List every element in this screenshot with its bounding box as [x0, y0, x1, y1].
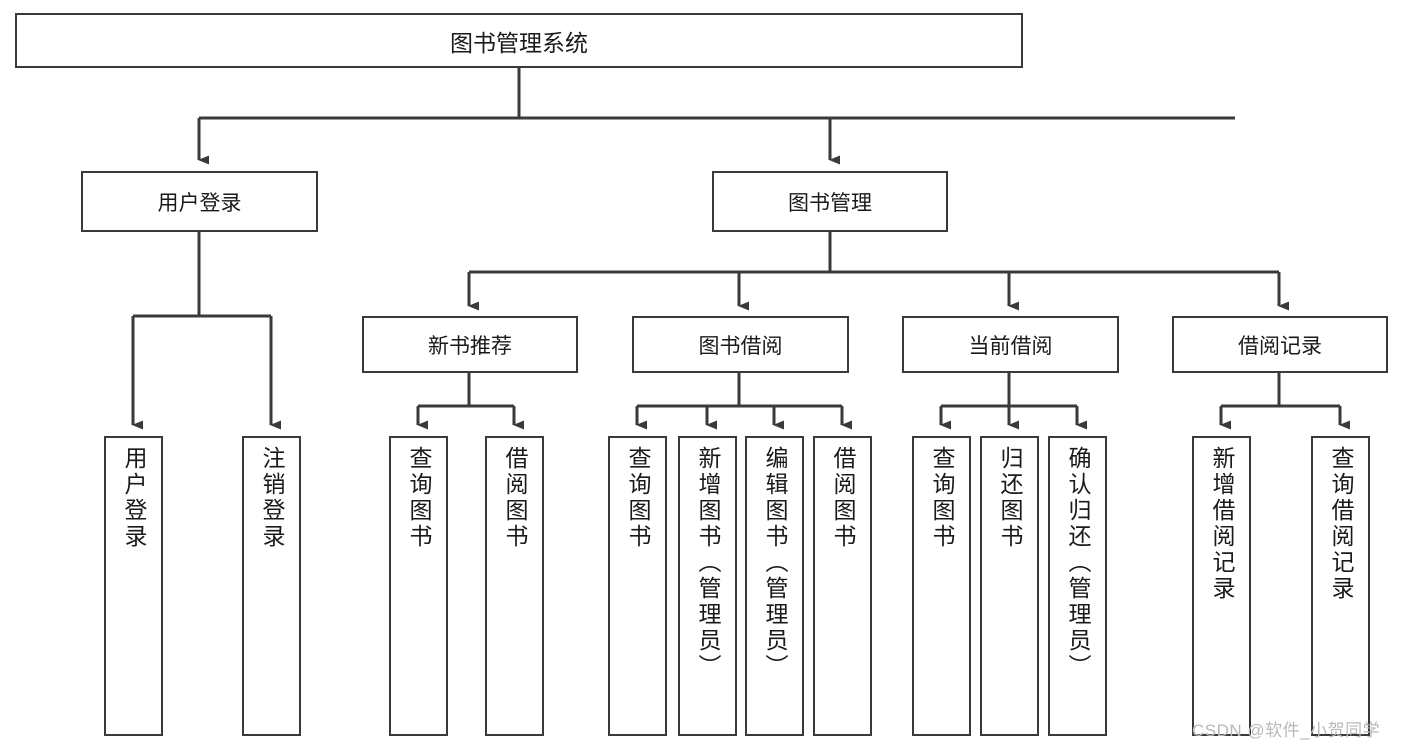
- node-leaf-query-book-borrow[interactable]: 查询图书: [608, 436, 667, 736]
- node-book-borrow[interactable]: 图书借阅: [632, 316, 849, 373]
- node-leaf-user-login[interactable]: 用户登录: [104, 436, 163, 736]
- node-leaf-edit-book-admin[interactable]: 编辑图书（管理员）: [745, 436, 804, 736]
- node-leaf-query-book-current[interactable]: 查询图书: [912, 436, 971, 736]
- node-root-book-management-system[interactable]: 图书管理系统: [15, 13, 1023, 68]
- csdn-watermark: CSDN @软件_小贺同学: [1192, 721, 1381, 740]
- node-leaf-query-book-recommend[interactable]: 查询图书: [389, 436, 448, 736]
- node-label: 归还图书: [997, 446, 1023, 550]
- node-label: 借阅图书: [502, 446, 528, 550]
- node-leaf-query-borrow-record[interactable]: 查询借阅记录: [1311, 436, 1370, 736]
- node-label: 确认归还（管理员）: [1065, 446, 1091, 680]
- node-current-borrow[interactable]: 当前借阅: [902, 316, 1119, 373]
- node-leaf-confirm-return-admin[interactable]: 确认归还（管理员）: [1048, 436, 1107, 736]
- node-leaf-borrow-book[interactable]: 借阅图书: [813, 436, 872, 736]
- node-book-management[interactable]: 图书管理: [712, 171, 948, 232]
- node-label: 借阅记录: [1238, 334, 1322, 358]
- node-leaf-return-book[interactable]: 归还图书: [980, 436, 1039, 736]
- node-label: 新增图书（管理员）: [695, 446, 721, 680]
- node-label: 新增借阅记录: [1209, 446, 1235, 602]
- node-label: 图书管理: [788, 191, 872, 215]
- node-label: 新书推荐: [428, 334, 512, 358]
- node-label: 图书借阅: [698, 334, 783, 358]
- node-label: 查询图书: [929, 446, 955, 550]
- node-label: 借阅图书: [830, 446, 856, 550]
- node-label: 用户登录: [121, 446, 147, 550]
- node-leaf-add-book-admin[interactable]: 新增图书（管理员）: [678, 436, 737, 736]
- node-new-book-recommend[interactable]: 新书推荐: [362, 316, 578, 373]
- node-label: 编辑图书（管理员）: [762, 446, 788, 680]
- node-leaf-add-borrow-record[interactable]: 新增借阅记录: [1192, 436, 1251, 736]
- node-borrow-record[interactable]: 借阅记录: [1172, 316, 1388, 373]
- node-label: 当前借阅: [968, 334, 1053, 358]
- node-label: 注销登录: [259, 446, 285, 550]
- node-label: 查询图书: [406, 446, 432, 550]
- node-leaf-borrow-book-recommend[interactable]: 借阅图书: [485, 436, 544, 736]
- node-label: 图书管理系统: [450, 29, 588, 56]
- node-label: 查询图书: [625, 446, 651, 550]
- node-user-login[interactable]: 用户登录: [81, 171, 318, 232]
- node-leaf-user-logout[interactable]: 注销登录: [242, 436, 301, 736]
- node-label: 用户登录: [157, 191, 242, 215]
- node-label: 查询借阅记录: [1328, 446, 1354, 602]
